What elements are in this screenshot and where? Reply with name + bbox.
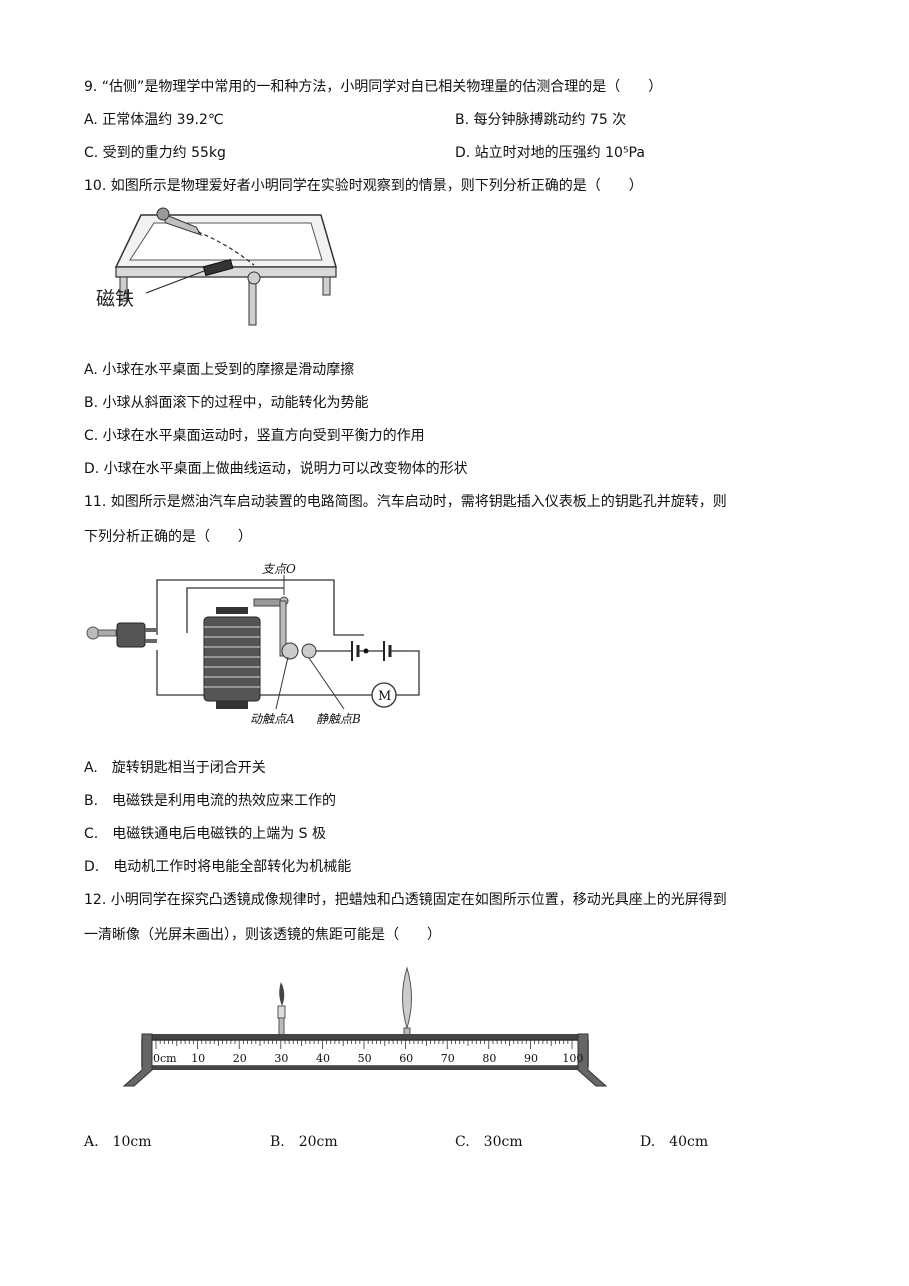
q10-option-c[interactable]: C. 小球在水平桌面运动时，竖直方向受到平衡力的作用 [84,428,425,444]
q11-option-d[interactable]: D. 电动机工作时将电能全部转化为机械能 [84,859,352,875]
ruler-label: 50 [358,1052,372,1065]
q10-stem: 10. 如图所示是物理爱好者小明同学在实验时观察到的情景，则下列分析正确的是（ … [84,178,643,194]
ruler-label: 10 [191,1052,205,1065]
q10-option-d[interactable]: D. 小球在水平桌面上做曲线运动，说明力可以改变物体的形状 [84,461,468,477]
ruler-label: 0cm [153,1052,177,1065]
q11-option-c[interactable]: C. 电磁铁通电后电磁铁的上端为 S 极 [84,826,327,842]
q11-stem-line1: 11. 如图所示是燃油汽车启动装置的电路简图。汽车启动时，需将钥匙插入仪表板上的… [84,494,727,510]
ruler-label: 80 [482,1052,496,1065]
magnet-label: 磁铁 [96,288,134,310]
ruler-label: 90 [524,1052,538,1065]
q12-stem-line2: 一清晰像（光屏未画出），则该透镜的焦距可能是（ ） [84,927,441,943]
ruler-label: 30 [274,1052,288,1065]
q9-option-d[interactable]: D. 站立时对地的压强约 10⁵Pa [455,145,645,161]
q12-option-b[interactable]: B. 20cm [270,1134,338,1150]
ruler-label: 40 [316,1052,330,1065]
ruler-ticks [155,1040,573,1049]
ball-icon [247,271,261,285]
ruler-labels: 0cm 10 20 30 40 50 60 70 80 90 100 [153,1052,583,1065]
q11-stem-line2: 下列分析正确的是（ ） [84,529,252,545]
q12-stem-line1: 12. 小明同学在探究凸透镜成像规律时，把蜡烛和凸透镜固定在如图所示位置，移动光… [84,892,727,908]
motor-label: M [378,689,391,704]
motor-icon [371,682,397,708]
q9-option-b[interactable]: B. 每分钟脉搏跳动约 75 次 [455,112,627,128]
contact-b-label: 静触点B [316,712,361,726]
q10-option-a[interactable]: A. 小球在水平桌面上受到的摩擦是滑动摩擦 [84,362,355,378]
q11-circuit-figure: M 支点O 动触点A 静触点B [86,562,420,726]
q9-option-c[interactable]: C. 受到的重力约 55kg [84,145,226,161]
ruler-label: 100 [562,1052,583,1065]
q12-option-a[interactable]: A. 10cm [84,1134,152,1150]
q10-table-figure: 磁铁 [96,207,337,326]
ruler-label: 20 [233,1052,247,1065]
contact-a-label: 动触点A [250,712,295,726]
contact-b-icon [301,643,317,659]
q9-option-a[interactable]: A. 正常体温约 39.2℃ [84,112,224,128]
q11-option-b[interactable]: B. 电磁铁是利用电流的热效应来工作的 [84,793,337,809]
q12-option-c[interactable]: C. 30cm [455,1134,523,1150]
key-icon [86,622,157,648]
magnet-icon [202,258,234,277]
battery-icon [346,641,402,661]
contact-a-icon [281,642,299,660]
q11-option-a[interactable]: A. 旋转钥匙相当于闭合开关 [84,760,266,776]
pivot-label: 支点O [262,562,296,576]
ruler-label: 60 [399,1052,413,1065]
q10-option-b[interactable]: B. 小球从斜面滚下的过程中，动能转化为势能 [84,395,369,411]
q9-stem: 9. “估侧”是物理学中常用的一和种方法，小明同学对自已相关物理量的估测合理的是… [84,79,663,95]
ramp-ball [156,207,170,221]
electromagnet-icon [203,607,261,709]
ruler-label: 70 [441,1052,455,1065]
q12-optical-bench-figure: 0cm 10 20 30 40 50 60 70 80 90 100 [122,966,608,1087]
q12-option-d[interactable]: D. 40cm [640,1134,709,1150]
